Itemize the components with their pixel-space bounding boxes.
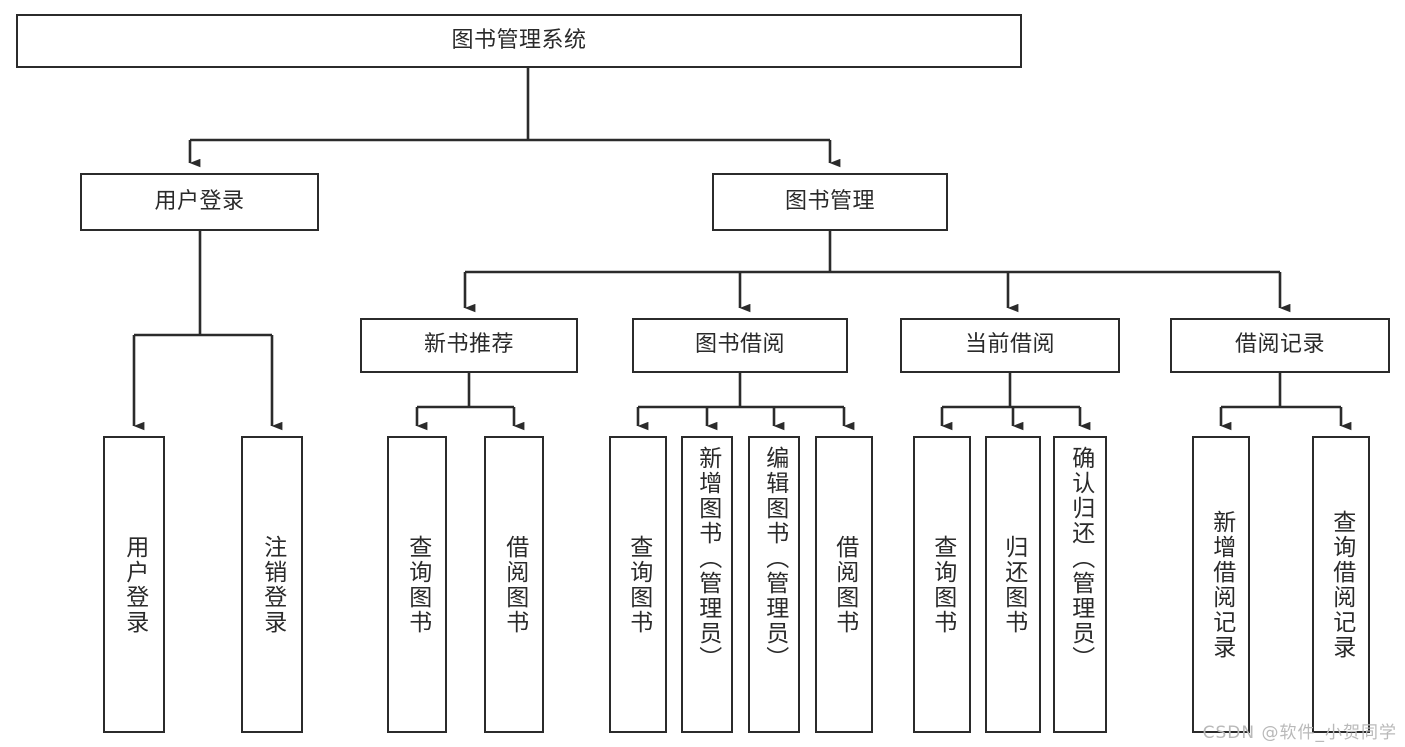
node-leaf-cb-return-label: 归还图书: [1000, 534, 1027, 635]
node-leaf-bb-query-label: 查询图书: [625, 534, 652, 635]
node-leaf-logout[interactable]: 注销登录: [241, 436, 303, 733]
node-current-borrow[interactable]: 当前借阅: [900, 318, 1120, 373]
node-leaf-bb-add-label: 新增图书（管理员）: [694, 446, 721, 671]
node-new-book-rec-label: 新书推荐: [423, 332, 514, 358]
node-root[interactable]: 图书管理系统: [16, 14, 1022, 68]
node-leaf-bb-borrow[interactable]: 借阅图书: [815, 436, 873, 733]
node-leaf-br-add[interactable]: 新增借阅记录: [1192, 436, 1250, 733]
node-user-login-label: 用户登录: [154, 188, 245, 214]
node-borrow-record[interactable]: 借阅记录: [1170, 318, 1390, 373]
node-user-login[interactable]: 用户登录: [80, 173, 319, 231]
node-book-borrow[interactable]: 图书借阅: [632, 318, 848, 373]
node-book-borrow-label: 图书借阅: [694, 332, 785, 358]
node-book-manage[interactable]: 图书管理: [712, 173, 948, 231]
node-leaf-rec-query-label: 查询图书: [404, 534, 431, 635]
node-leaf-user-login-label: 用户登录: [121, 534, 148, 635]
node-book-manage-label: 图书管理: [784, 188, 875, 214]
node-leaf-rec-query[interactable]: 查询图书: [387, 436, 447, 733]
node-root-label: 图书管理系统: [451, 27, 587, 53]
node-leaf-br-add-label: 新增借阅记录: [1208, 509, 1235, 660]
node-leaf-bb-add[interactable]: 新增图书（管理员）: [681, 436, 733, 733]
node-leaf-logout-label: 注销登录: [259, 534, 286, 635]
node-leaf-cb-return[interactable]: 归还图书: [985, 436, 1041, 733]
node-leaf-bb-borrow-label: 借阅图书: [831, 534, 858, 635]
node-borrow-record-label: 借阅记录: [1234, 332, 1325, 358]
node-leaf-bb-edit-label: 编辑图书（管理员）: [761, 446, 788, 671]
node-leaf-rec-borrow-label: 借阅图书: [501, 534, 528, 635]
node-leaf-cb-confirm-label: 确认归还（管理员）: [1067, 446, 1094, 671]
node-leaf-bb-edit[interactable]: 编辑图书（管理员）: [748, 436, 800, 733]
node-leaf-br-query-label: 查询借阅记录: [1328, 509, 1355, 660]
node-leaf-cb-query-label: 查询图书: [929, 534, 956, 635]
node-leaf-user-login[interactable]: 用户登录: [103, 436, 165, 733]
node-leaf-bb-query[interactable]: 查询图书: [609, 436, 667, 733]
node-leaf-rec-borrow[interactable]: 借阅图书: [484, 436, 544, 733]
node-new-book-rec[interactable]: 新书推荐: [360, 318, 578, 373]
node-current-borrow-label: 当前借阅: [964, 332, 1055, 358]
node-leaf-cb-confirm[interactable]: 确认归还（管理员）: [1053, 436, 1107, 733]
node-leaf-cb-query[interactable]: 查询图书: [913, 436, 971, 733]
node-leaf-br-query[interactable]: 查询借阅记录: [1312, 436, 1370, 733]
